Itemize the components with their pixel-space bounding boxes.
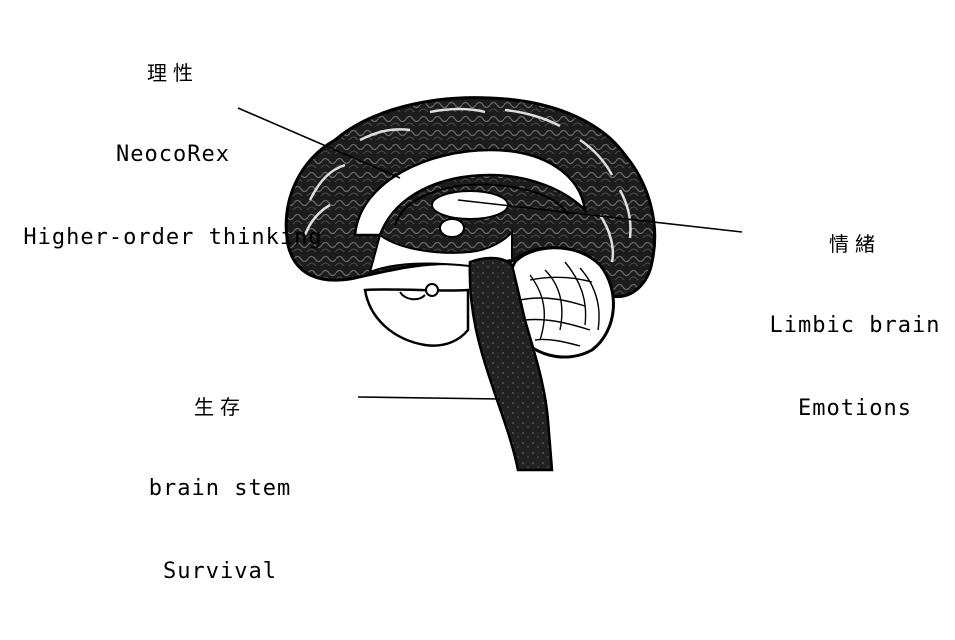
third-ventricle	[440, 219, 464, 237]
brain-stem-label: 生存 brain stem Survival	[135, 340, 305, 640]
brain-diagram: 理性 NeocoRex Higher-order thinking 情緒 Lim…	[0, 0, 955, 477]
neocortex-chinese-label: 理性	[8, 61, 338, 86]
limbic-function-label: Emotions	[760, 395, 950, 423]
limbic-name-label: Limbic brain	[760, 312, 950, 340]
limbic-chinese-label: 情緒	[760, 232, 950, 257]
neocortex-function-label: Higher-order thinking	[8, 224, 338, 252]
neocortex-name-label: NeocoRex	[8, 141, 338, 169]
stem-leader-line	[358, 397, 500, 399]
brain-stem-function-label: Survival	[135, 558, 305, 586]
brain-stem-chinese-label: 生存	[135, 395, 305, 420]
brain-stem-name-label: brain stem	[135, 475, 305, 503]
limbic-label: 情緒 Limbic brain Emotions	[760, 177, 950, 477]
neocortex-label: 理性 NeocoRex Higher-order thinking	[8, 6, 338, 306]
mammillary-body	[426, 284, 438, 296]
temporal-lobe	[365, 289, 468, 345]
